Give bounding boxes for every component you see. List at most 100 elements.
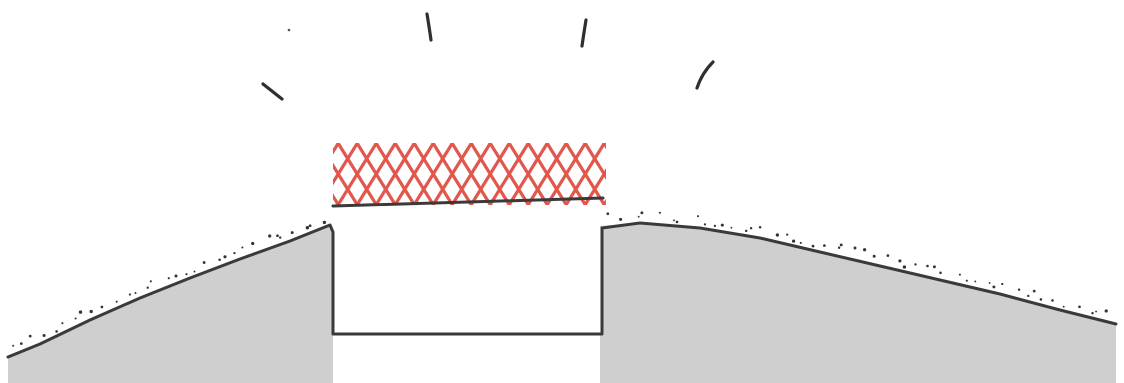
soil-dot <box>792 239 796 243</box>
hatch-stroke <box>583 143 606 180</box>
pit <box>334 228 601 333</box>
soil-dot <box>19 342 23 345</box>
ray-right <box>580 18 588 48</box>
soil-dot <box>218 258 221 262</box>
hatch-stroke <box>564 143 606 205</box>
soil-dot <box>606 212 610 216</box>
soil-dot <box>28 334 32 338</box>
soil-dot <box>241 246 244 249</box>
soil-dot <box>128 293 131 296</box>
hatch-stroke <box>333 143 341 155</box>
soil-dot <box>78 310 83 314</box>
ground-outline <box>6 221 1118 359</box>
soil-dot <box>61 322 64 325</box>
soil-dot <box>786 233 789 236</box>
soil-dot <box>202 261 206 264</box>
hatch-stroke <box>333 162 360 205</box>
soil-dot <box>268 234 272 238</box>
hatch-stroke <box>393 143 436 205</box>
soil-dot <box>279 236 282 239</box>
soil-dot <box>811 244 815 248</box>
hatch-stroke <box>488 143 531 205</box>
soil-dot <box>1039 298 1043 301</box>
soil-dot <box>992 285 996 289</box>
soil-dot <box>932 265 936 269</box>
ray-left <box>425 12 433 42</box>
soil-dot <box>926 264 929 268</box>
soil-dot <box>1027 294 1030 298</box>
soil-dot <box>276 234 279 238</box>
soil-dot <box>658 211 661 214</box>
hatch-stroke <box>450 143 493 205</box>
small-dot <box>287 28 291 32</box>
soil-dot <box>703 223 707 226</box>
soil-dot <box>233 251 236 255</box>
soil-dot <box>146 286 149 289</box>
hatch-stroke <box>374 143 417 205</box>
soil-dot <box>1001 282 1004 286</box>
soil-dot <box>839 243 843 247</box>
soil-dot <box>174 274 178 278</box>
soil-dot <box>958 273 961 276</box>
soil-dot <box>775 233 780 237</box>
hatch-stroke <box>545 143 588 205</box>
hatch-stroke <box>602 198 606 205</box>
soil-dot <box>673 219 675 222</box>
soil-dot <box>290 231 294 235</box>
soil-dot <box>1104 309 1108 313</box>
soil-dot <box>89 309 93 314</box>
hatch-stroke <box>623 143 661 205</box>
red-crosshatch-plate <box>333 143 661 205</box>
hatch-stroke <box>623 143 661 205</box>
hatch-stroke <box>469 143 512 205</box>
soil-dot <box>886 254 890 257</box>
radiating-lines <box>261 12 715 101</box>
soil-dot <box>74 317 77 320</box>
soil-dot <box>902 265 907 269</box>
soil-dot <box>853 246 857 250</box>
soil-dot <box>1051 299 1054 302</box>
ray-far-right <box>695 60 715 90</box>
soil-dot <box>12 344 15 347</box>
soil-dot <box>134 291 137 295</box>
soil-dot <box>749 226 753 230</box>
soil-dot <box>55 330 58 333</box>
soil-dot <box>696 215 700 218</box>
hatch-stroke <box>602 143 606 150</box>
soil-dot <box>1017 288 1021 291</box>
soil-dot <box>939 271 942 275</box>
soil-dot <box>1095 310 1098 313</box>
soil-dot <box>193 270 196 273</box>
hatch-stroke <box>412 143 455 205</box>
soil-dot <box>862 248 867 252</box>
plate-base-line <box>331 196 605 208</box>
soil-dot <box>322 220 327 225</box>
soil-dot <box>185 273 188 276</box>
soil-dot <box>675 220 679 224</box>
soil-dot <box>713 224 717 228</box>
soil-dot <box>167 277 170 280</box>
soil-dot <box>744 229 748 233</box>
soil-dot <box>914 263 917 266</box>
soil-dot <box>898 259 902 263</box>
soil-dot <box>42 333 46 338</box>
soil-dot <box>619 217 623 221</box>
soil-dot <box>251 241 255 246</box>
soil-dot <box>730 226 733 229</box>
hatch-stroke <box>355 143 398 205</box>
soil-dot <box>988 281 991 284</box>
hatch-stroke <box>507 143 550 205</box>
hatch-stroke <box>336 143 379 205</box>
soil-dot <box>974 280 977 283</box>
soil-dot <box>837 246 841 249</box>
soil-dots <box>12 211 1108 347</box>
ground-left-slope <box>8 225 333 383</box>
hatch-stroke <box>431 143 474 205</box>
ray-far-left <box>261 82 284 101</box>
soil-dot <box>799 241 802 244</box>
soil-dot <box>100 305 104 309</box>
soil-dot <box>115 300 118 303</box>
soil-dot <box>1062 305 1065 308</box>
soil-dot <box>305 226 310 230</box>
soil-dot <box>149 280 152 283</box>
